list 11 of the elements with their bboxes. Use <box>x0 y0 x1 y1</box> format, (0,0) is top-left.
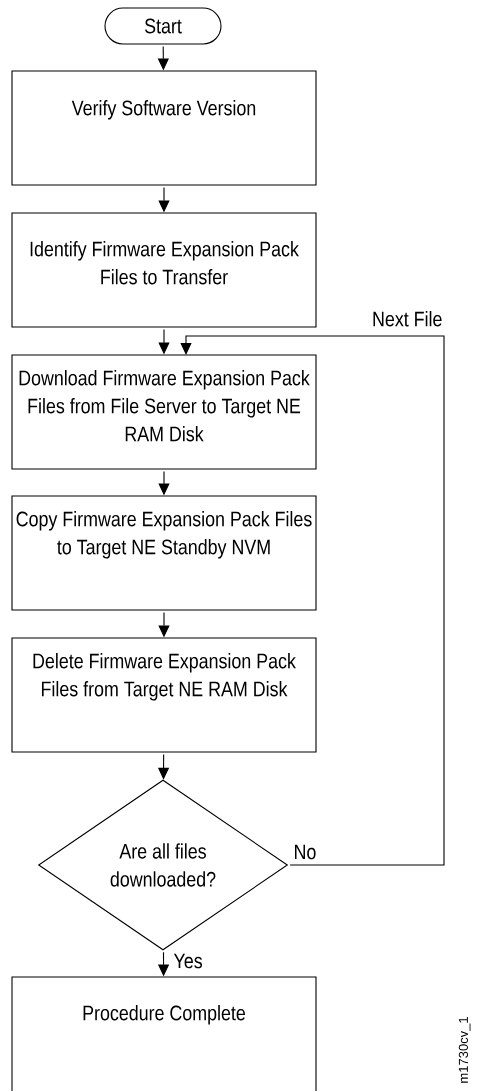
loop-label: Next File <box>373 311 442 327</box>
process-box: Verify Software Version <box>11 70 317 186</box>
process-box: Procedure Complete <box>11 976 317 1091</box>
process-box: Copy Firmware Expansion Pack Files to Target NE Standby NVM <box>11 495 317 611</box>
process-box: Delete Firmware Expansion Pack Files from Target NE RAM Disk <box>11 637 317 753</box>
process-box: Identify Firmware Expansion Pack Files to Transfer <box>11 212 317 328</box>
arrow <box>180 335 445 866</box>
edge-label: No <box>292 843 318 861</box>
process-box: Download Firmware Expansion Pack Files from File Server to Target NE RAM Disk <box>11 354 317 470</box>
edge-label: Yes <box>172 952 204 970</box>
figure-id: m1730cv_1 <box>458 1017 471 1083</box>
